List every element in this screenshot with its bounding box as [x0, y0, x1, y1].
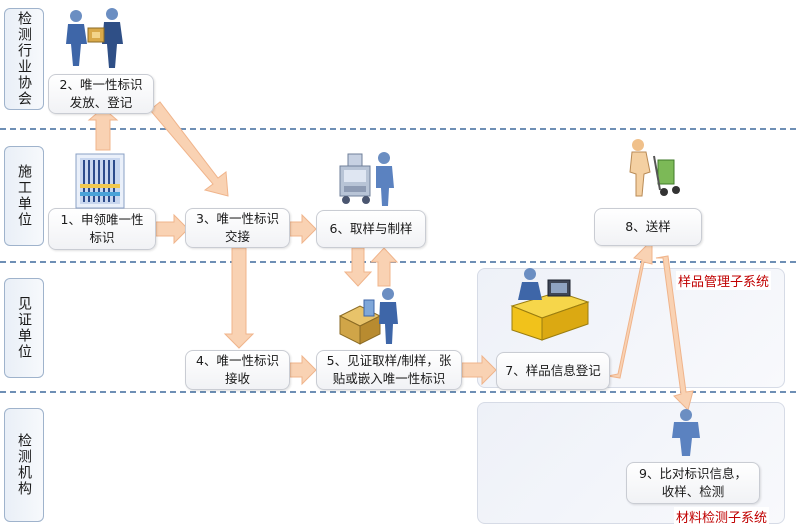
- arrow-1-to-3: [155, 213, 189, 245]
- arrow-3-to-6: [289, 213, 317, 245]
- step-2-issue-register[interactable]: 2、唯一性标识 发放、登记: [48, 74, 154, 114]
- lane-label-witness: 见证单位: [4, 278, 44, 378]
- porter-cart-icon: [629, 139, 680, 197]
- receiver-person-icon: [672, 409, 700, 456]
- lane-divider: [0, 391, 796, 393]
- step-7-sample-info-register[interactable]: 7、样品信息登记: [496, 352, 610, 390]
- lane-label-construction: 施工单位: [4, 146, 44, 246]
- lane-divider: [0, 128, 796, 130]
- arrow-1-to-2: [87, 107, 119, 151]
- subsystem-label-sample-management: 样品管理子系统: [676, 271, 772, 290]
- arrow-6-to-5: [343, 247, 373, 287]
- step-1-apply-id[interactable]: 1、申领唯一性 标识: [48, 208, 156, 250]
- lab-worker-machine-icon: [339, 152, 394, 206]
- arrow-3-to-4: [223, 247, 255, 349]
- lane-label-association: 检测行业协会: [4, 8, 44, 110]
- step-3-handover-id[interactable]: 3、唯一性标识 交接: [185, 208, 290, 248]
- step-4-receive-id[interactable]: 4、唯一性标识 接收: [185, 350, 290, 390]
- office-desk-computer-icon: [510, 268, 590, 341]
- id-tag-sheet-icon: [75, 153, 125, 209]
- arrow-2-to-3: [149, 101, 229, 197]
- step-5-witness-sampling[interactable]: 5、见证取样/制样，张 贴或嵌入唯一性标识: [316, 350, 462, 390]
- arrow-5-to-7: [461, 354, 497, 386]
- arrow-4-to-5: [289, 354, 317, 386]
- subsystem-label-material-testing: 材料检测子系统: [674, 507, 770, 526]
- lane-label-testing-agency: 检测机构: [4, 408, 44, 522]
- arrow-5-to-6: [369, 247, 399, 287]
- step-9-compare-receive-test[interactable]: 9、比对标识信息， 收样、检测: [626, 462, 760, 504]
- step-6-sampling[interactable]: 6、取样与制样: [316, 210, 426, 248]
- witness-sampling-icon: [338, 288, 398, 345]
- arrow-7-to-8: [607, 238, 653, 379]
- lane-divider: [0, 261, 796, 263]
- handover-people-icon: [66, 8, 123, 68]
- step-8-deliver-sample[interactable]: 8、送样: [594, 208, 702, 246]
